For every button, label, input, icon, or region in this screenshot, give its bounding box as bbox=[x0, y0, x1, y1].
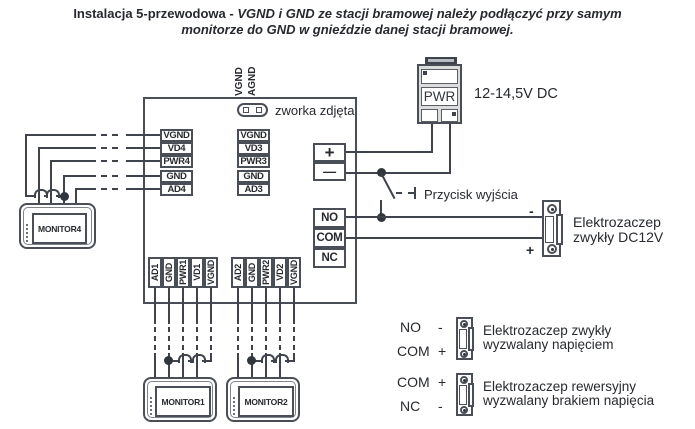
terminal-gnd3: GND bbox=[237, 170, 270, 183]
strike-name-line1: Elektrozaczep bbox=[573, 214, 661, 230]
strike-plus-sign: + bbox=[526, 242, 535, 258]
exit-button-label: Przycisk wyjścia bbox=[424, 187, 518, 202]
title-italic-line1: VGND i GND ze stacji bramowej należy pod… bbox=[237, 6, 622, 21]
junction-dot bbox=[377, 168, 386, 177]
wire-segment bbox=[431, 124, 433, 153]
title-italic-line2: monitorze do GND w gnieździe danej stacj… bbox=[181, 22, 514, 37]
terminal-com: COM bbox=[313, 228, 346, 248]
legend-sign: - bbox=[438, 319, 443, 335]
wire-segment bbox=[346, 237, 544, 239]
legend-desc: Elektrozaczep rewersyjny bbox=[483, 379, 637, 394]
main-board-outline bbox=[143, 97, 357, 304]
wire-segment bbox=[63, 175, 65, 204]
wire-hop-icon bbox=[261, 354, 275, 363]
wire-segment bbox=[346, 216, 544, 218]
strike-name-line2: zwykły DC12V bbox=[573, 229, 664, 245]
wire-hop-icon bbox=[46, 189, 60, 198]
jumper-label: zworka zdjęta bbox=[275, 103, 355, 118]
monitor2: MONITOR2 bbox=[226, 377, 300, 422]
legend-desc: Elektrozaczep zwykły bbox=[483, 323, 612, 338]
wire-hop-icon bbox=[192, 354, 206, 363]
wire-break bbox=[96, 186, 126, 192]
wire-segment bbox=[25, 195, 35, 197]
wire-segment bbox=[25, 134, 27, 196]
legend-desc: wyzwalany brakiem napięcia bbox=[483, 393, 655, 408]
wire-segment bbox=[75, 188, 77, 204]
legend-sign: + bbox=[438, 343, 447, 359]
terminal-vgnd1: VGND bbox=[204, 257, 218, 288]
monitor1-label: MONITOR1 bbox=[155, 386, 211, 417]
switch-dashed-link bbox=[396, 192, 414, 194]
terminal-vd3: VD3 bbox=[237, 142, 270, 155]
junction-dot bbox=[60, 192, 69, 201]
wire-break bbox=[96, 145, 126, 151]
legend-sign: - bbox=[438, 398, 443, 414]
wire-segment bbox=[449, 124, 451, 174]
terminal-vgnd3: VGND bbox=[237, 129, 270, 142]
terminal-ad3: AD3 bbox=[237, 183, 270, 196]
junction-dot bbox=[247, 356, 256, 365]
legend-term: COM bbox=[397, 374, 430, 390]
wire-hop-icon bbox=[178, 354, 192, 363]
terminal-gnd2: GND bbox=[245, 257, 259, 288]
terminal-vgnd4: VGND bbox=[160, 129, 193, 142]
terminal-no: NO bbox=[313, 208, 346, 228]
rotated-label-agnd: AGND bbox=[247, 66, 258, 96]
terminal-pwr2: PWR2 bbox=[259, 257, 273, 288]
jumper-pin-icon bbox=[243, 107, 249, 113]
terminal-gnd1: GND bbox=[162, 257, 176, 288]
wire-break bbox=[96, 173, 126, 179]
legend-term: COM bbox=[397, 343, 430, 359]
wire-segment bbox=[346, 172, 451, 174]
monitor1: MONITOR1 bbox=[143, 377, 217, 422]
psu-voltage-label: 12-14,5V DC bbox=[474, 86, 558, 102]
terminal-pwr4: PWR4 bbox=[160, 155, 193, 168]
terminal-vgnd2: VGND bbox=[287, 257, 301, 288]
terminal-gnd4: GND bbox=[160, 170, 193, 183]
terminal-vd2: VD2 bbox=[273, 257, 287, 288]
junction-dot bbox=[164, 356, 173, 365]
wire-segment bbox=[346, 151, 433, 153]
terminal-pwr1: PWR1 bbox=[176, 257, 190, 288]
switch-blade-icon bbox=[380, 172, 396, 200]
terminal-ad2: AD2 bbox=[231, 257, 245, 288]
jumper-pin-icon bbox=[256, 107, 262, 113]
terminal-ad4: AD4 bbox=[160, 183, 193, 196]
terminal-pwr3: PWR3 bbox=[237, 155, 270, 168]
monitor4: MONITOR4 bbox=[19, 203, 96, 249]
monitor2-label: MONITOR2 bbox=[238, 386, 294, 417]
strike-minus-sign: - bbox=[529, 203, 534, 219]
legend-sign: + bbox=[438, 374, 447, 390]
wire-segment bbox=[50, 160, 52, 204]
legend-term: NO bbox=[400, 319, 421, 335]
title-bold-prefix: Instalacja 5-przewodowa - bbox=[73, 6, 238, 21]
wire-break bbox=[96, 158, 126, 164]
psu-label: PWR bbox=[421, 87, 458, 106]
wire-segment bbox=[26, 134, 160, 136]
terminal-vd4: VD4 bbox=[160, 142, 193, 155]
legend-desc: wyzwalany napięciem bbox=[483, 337, 614, 352]
switch-end-bar bbox=[414, 187, 416, 199]
terminal-vd1: VD1 bbox=[190, 257, 204, 288]
wire-break bbox=[96, 132, 126, 138]
terminal-minus: — bbox=[313, 162, 346, 181]
legend-term: NC bbox=[400, 398, 421, 414]
rotated-label-vgnd: VGND bbox=[234, 67, 245, 96]
wire-segment bbox=[38, 147, 40, 204]
terminal-ad1: AD1 bbox=[148, 257, 162, 288]
terminal-plus: + bbox=[313, 143, 346, 162]
terminal-nc: NC bbox=[313, 248, 346, 268]
wire-hop-icon bbox=[275, 354, 289, 363]
monitor4-label: MONITOR4 bbox=[32, 213, 87, 244]
diagram-title: Instalacja 5-przewodowa - VGND i GND ze … bbox=[0, 6, 695, 38]
jumper-icon bbox=[237, 103, 268, 117]
wire-segment bbox=[380, 200, 382, 214]
